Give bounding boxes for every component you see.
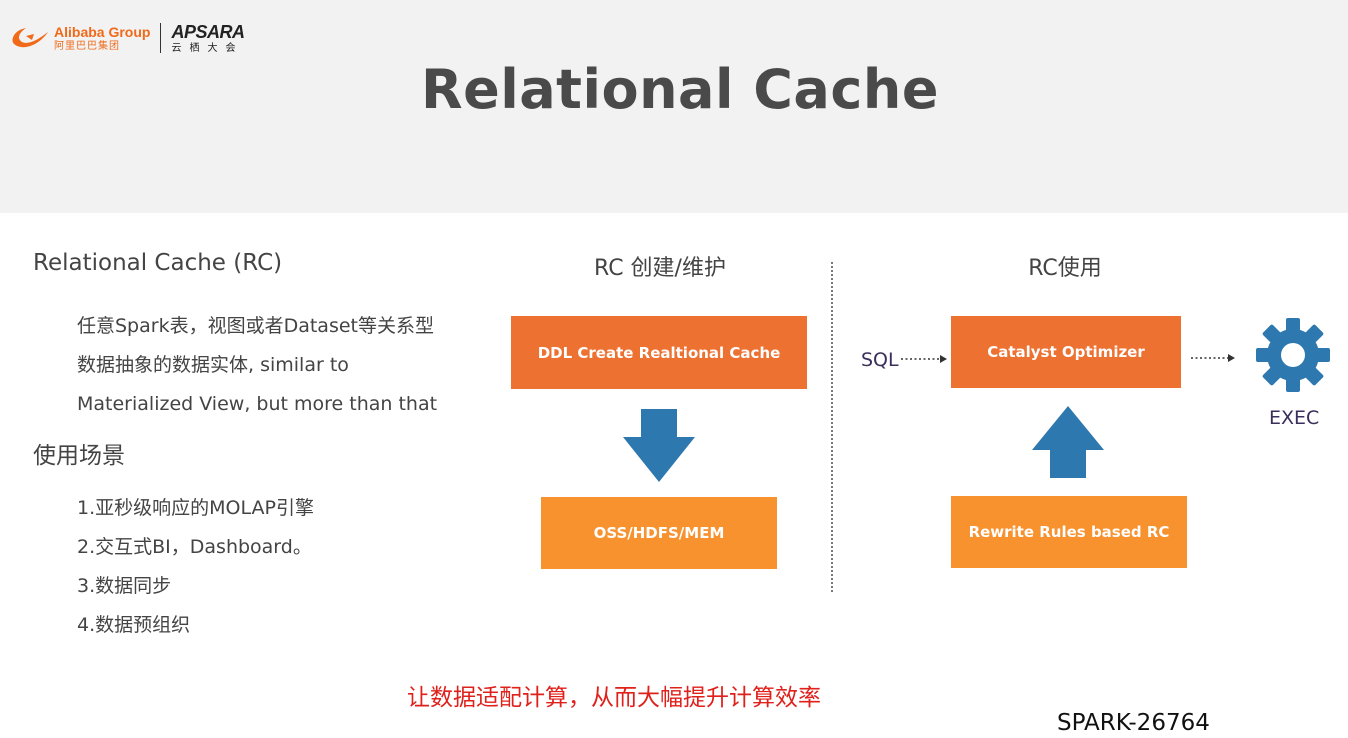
- rc-description: 任意Spark表，视图或者Dataset等关系型 数据抽象的数据实体, simi…: [77, 307, 487, 424]
- usage-item: 2.交互式BI，Dashboard。: [77, 536, 312, 558]
- header-band: [0, 0, 1348, 213]
- apsara-name-en: APSARA: [171, 21, 245, 42]
- alibaba-name-en: Alibaba Group: [54, 23, 151, 40]
- description-line: 数据抽象的数据实体, similar to: [77, 354, 349, 376]
- apsara-name-cn: 云栖大会: [171, 42, 244, 54]
- create-heading: RC 创建/维护: [594, 256, 726, 281]
- footer-note: 让数据适配计算，从而大幅提升计算效率: [407, 685, 821, 711]
- apsara-wordmark: APSARA 云栖大会: [171, 21, 245, 54]
- usage-list: 1.亚秒级响应的MOLAP引擎 2.交互式BI，Dashboard。 3.数据同…: [77, 489, 314, 645]
- catalyst-optimizer-box: Catalyst Optimizer: [951, 316, 1181, 388]
- page-title: Relational Cache: [421, 58, 939, 121]
- sql-to-optimizer-arrow-icon: [901, 355, 947, 363]
- optimizer-to-exec-arrow-icon: [1191, 354, 1235, 362]
- alibaba-apsara-logo: Alibaba Group 阿里巴巴集团 APSARA 云栖大会: [8, 18, 245, 58]
- rc-heading: Relational Cache (RC): [33, 250, 283, 276]
- rewrite-rules-box: Rewrite Rules based RC: [951, 496, 1187, 568]
- exec-label: EXEC: [1269, 407, 1320, 429]
- description-line: Materialized View, but more than that: [77, 393, 438, 415]
- description-line: 任意Spark表，视图或者Dataset等关系型: [77, 315, 434, 337]
- usage-item: 1.亚秒级响应的MOLAP引擎: [77, 497, 314, 519]
- alibaba-logo-icon: [12, 28, 48, 48]
- down-arrow-icon: [623, 409, 695, 482]
- alibaba-wordmark: Alibaba Group 阿里巴巴集团: [54, 25, 150, 52]
- storage-box: OSS/HDFS/MEM: [541, 497, 777, 569]
- ddl-create-box: DDL Create Realtional Cache: [511, 316, 807, 389]
- up-arrow-icon: [1032, 406, 1104, 478]
- alibaba-name-cn: 阿里巴巴集团: [54, 40, 120, 52]
- usage-item: 4.数据预组织: [77, 614, 191, 636]
- spark-issue-id: SPARK-26764: [1057, 710, 1210, 736]
- logo-separator: [160, 23, 162, 53]
- gear-icon: [1256, 318, 1330, 392]
- sql-label: SQL: [861, 349, 899, 371]
- use-heading: RC使用: [1028, 256, 1102, 281]
- usage-heading: 使用场景: [33, 443, 125, 469]
- usage-item: 3.数据同步: [77, 575, 172, 597]
- column-divider: [831, 262, 833, 592]
